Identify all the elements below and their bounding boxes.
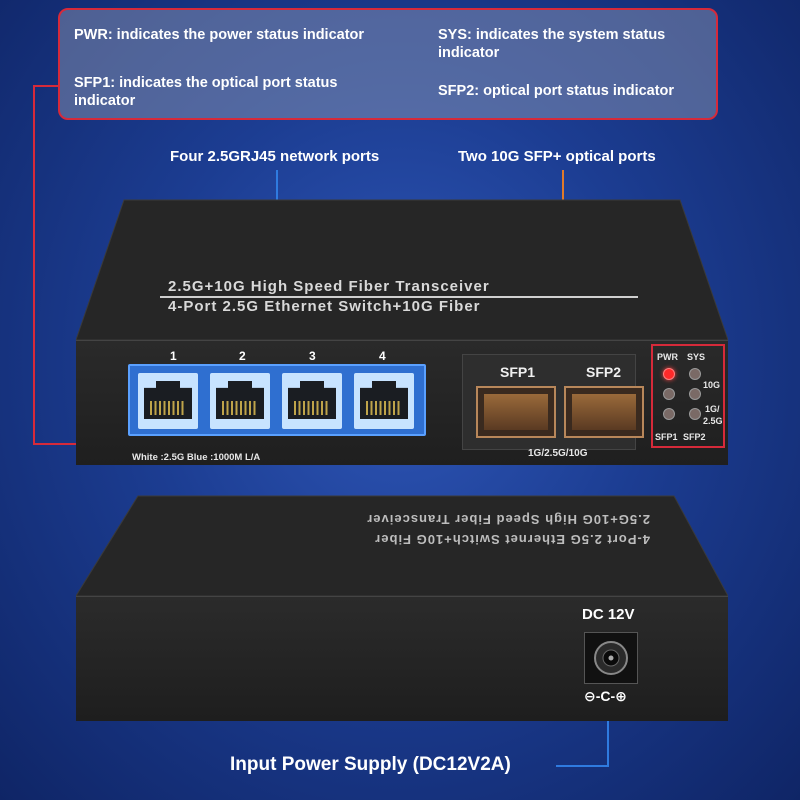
led-1g-label: 1G/ xyxy=(705,404,720,414)
led-sys-label: SYS xyxy=(687,352,706,362)
port-number-1: 1 xyxy=(170,349,177,363)
port-number-2: 2 xyxy=(239,349,246,363)
sfp-callout: Two 10G SFP+ optical ports xyxy=(458,148,656,165)
rj45-port-3[interactable] xyxy=(282,373,342,429)
led-sfp2-label: SFP2 xyxy=(683,432,706,442)
sfp2-1g-led xyxy=(689,408,701,420)
sfp1-cage[interactable] xyxy=(476,386,556,438)
legend-sfp1: SFP1: indicates the optical port status … xyxy=(74,75,338,109)
rj45-callout: Four 2.5GRJ45 network ports xyxy=(170,148,380,165)
port-number-3: 3 xyxy=(309,349,316,363)
print-divider xyxy=(160,296,638,298)
rj45-port-1[interactable] xyxy=(138,373,198,429)
back-print-line2: 4-Port 2.5G Ethernet Switch+10G Fiber xyxy=(374,532,650,547)
led-sfp1-label: SFP1 xyxy=(655,432,678,442)
legend-sfp2: SFP2: optical port status indicator xyxy=(438,83,675,99)
pwr-led xyxy=(663,368,675,380)
port-led-legend: White :2.5G Blue :1000M L/A xyxy=(132,452,261,463)
sfp2-cage[interactable] xyxy=(564,386,644,438)
sys-led xyxy=(689,368,701,380)
led-25g-label: 2.5G xyxy=(703,416,723,426)
device-print-line2: 4-Port 2.5G Ethernet Switch+10G Fiber xyxy=(168,298,481,315)
port-number-4: 4 xyxy=(379,349,386,363)
rj45-port-4[interactable] xyxy=(354,373,414,429)
led-indicator-panel: PWR SYS 10G 1G/ 2.5G SFP1 SFP2 xyxy=(651,344,725,448)
dc-input-label: DC 12V xyxy=(582,606,635,623)
device-print-line1: 2.5G+10G High Speed Fiber Transceiver xyxy=(168,278,490,295)
led-10g-label: 10G xyxy=(703,380,721,390)
sfp1-label: SFP1 xyxy=(500,364,536,380)
back-print-line1: 2.5G+10G High Speed Fiber Transceiver xyxy=(366,512,650,527)
device-back-lid xyxy=(76,495,728,597)
power-callout-line xyxy=(556,700,609,767)
dc-power-jack[interactable] xyxy=(584,632,638,684)
power-callout: Input Power Supply (DC12V2A) xyxy=(230,754,511,775)
rj45-port-2[interactable] xyxy=(210,373,270,429)
polarity-symbol: ⊖-C-⊕ xyxy=(584,688,627,704)
led-pwr-label: PWR xyxy=(657,352,678,362)
legend-sys: SYS: indicates the system status indicat… xyxy=(438,27,666,61)
sfp2-label: SFP2 xyxy=(586,364,622,380)
sfp1-1g-led xyxy=(663,408,675,420)
device-top-lid xyxy=(76,199,728,341)
sfp1-10g-led xyxy=(663,388,675,400)
sfp-speed-label: 1G/2.5G/10G xyxy=(528,448,588,459)
indicator-legend-box xyxy=(58,8,718,120)
rj45-port-group xyxy=(128,364,426,436)
legend-pwr: PWR: indicates the power status indicato… xyxy=(74,27,365,43)
sfp2-10g-led xyxy=(689,388,701,400)
dc-jack-icon xyxy=(594,641,628,675)
